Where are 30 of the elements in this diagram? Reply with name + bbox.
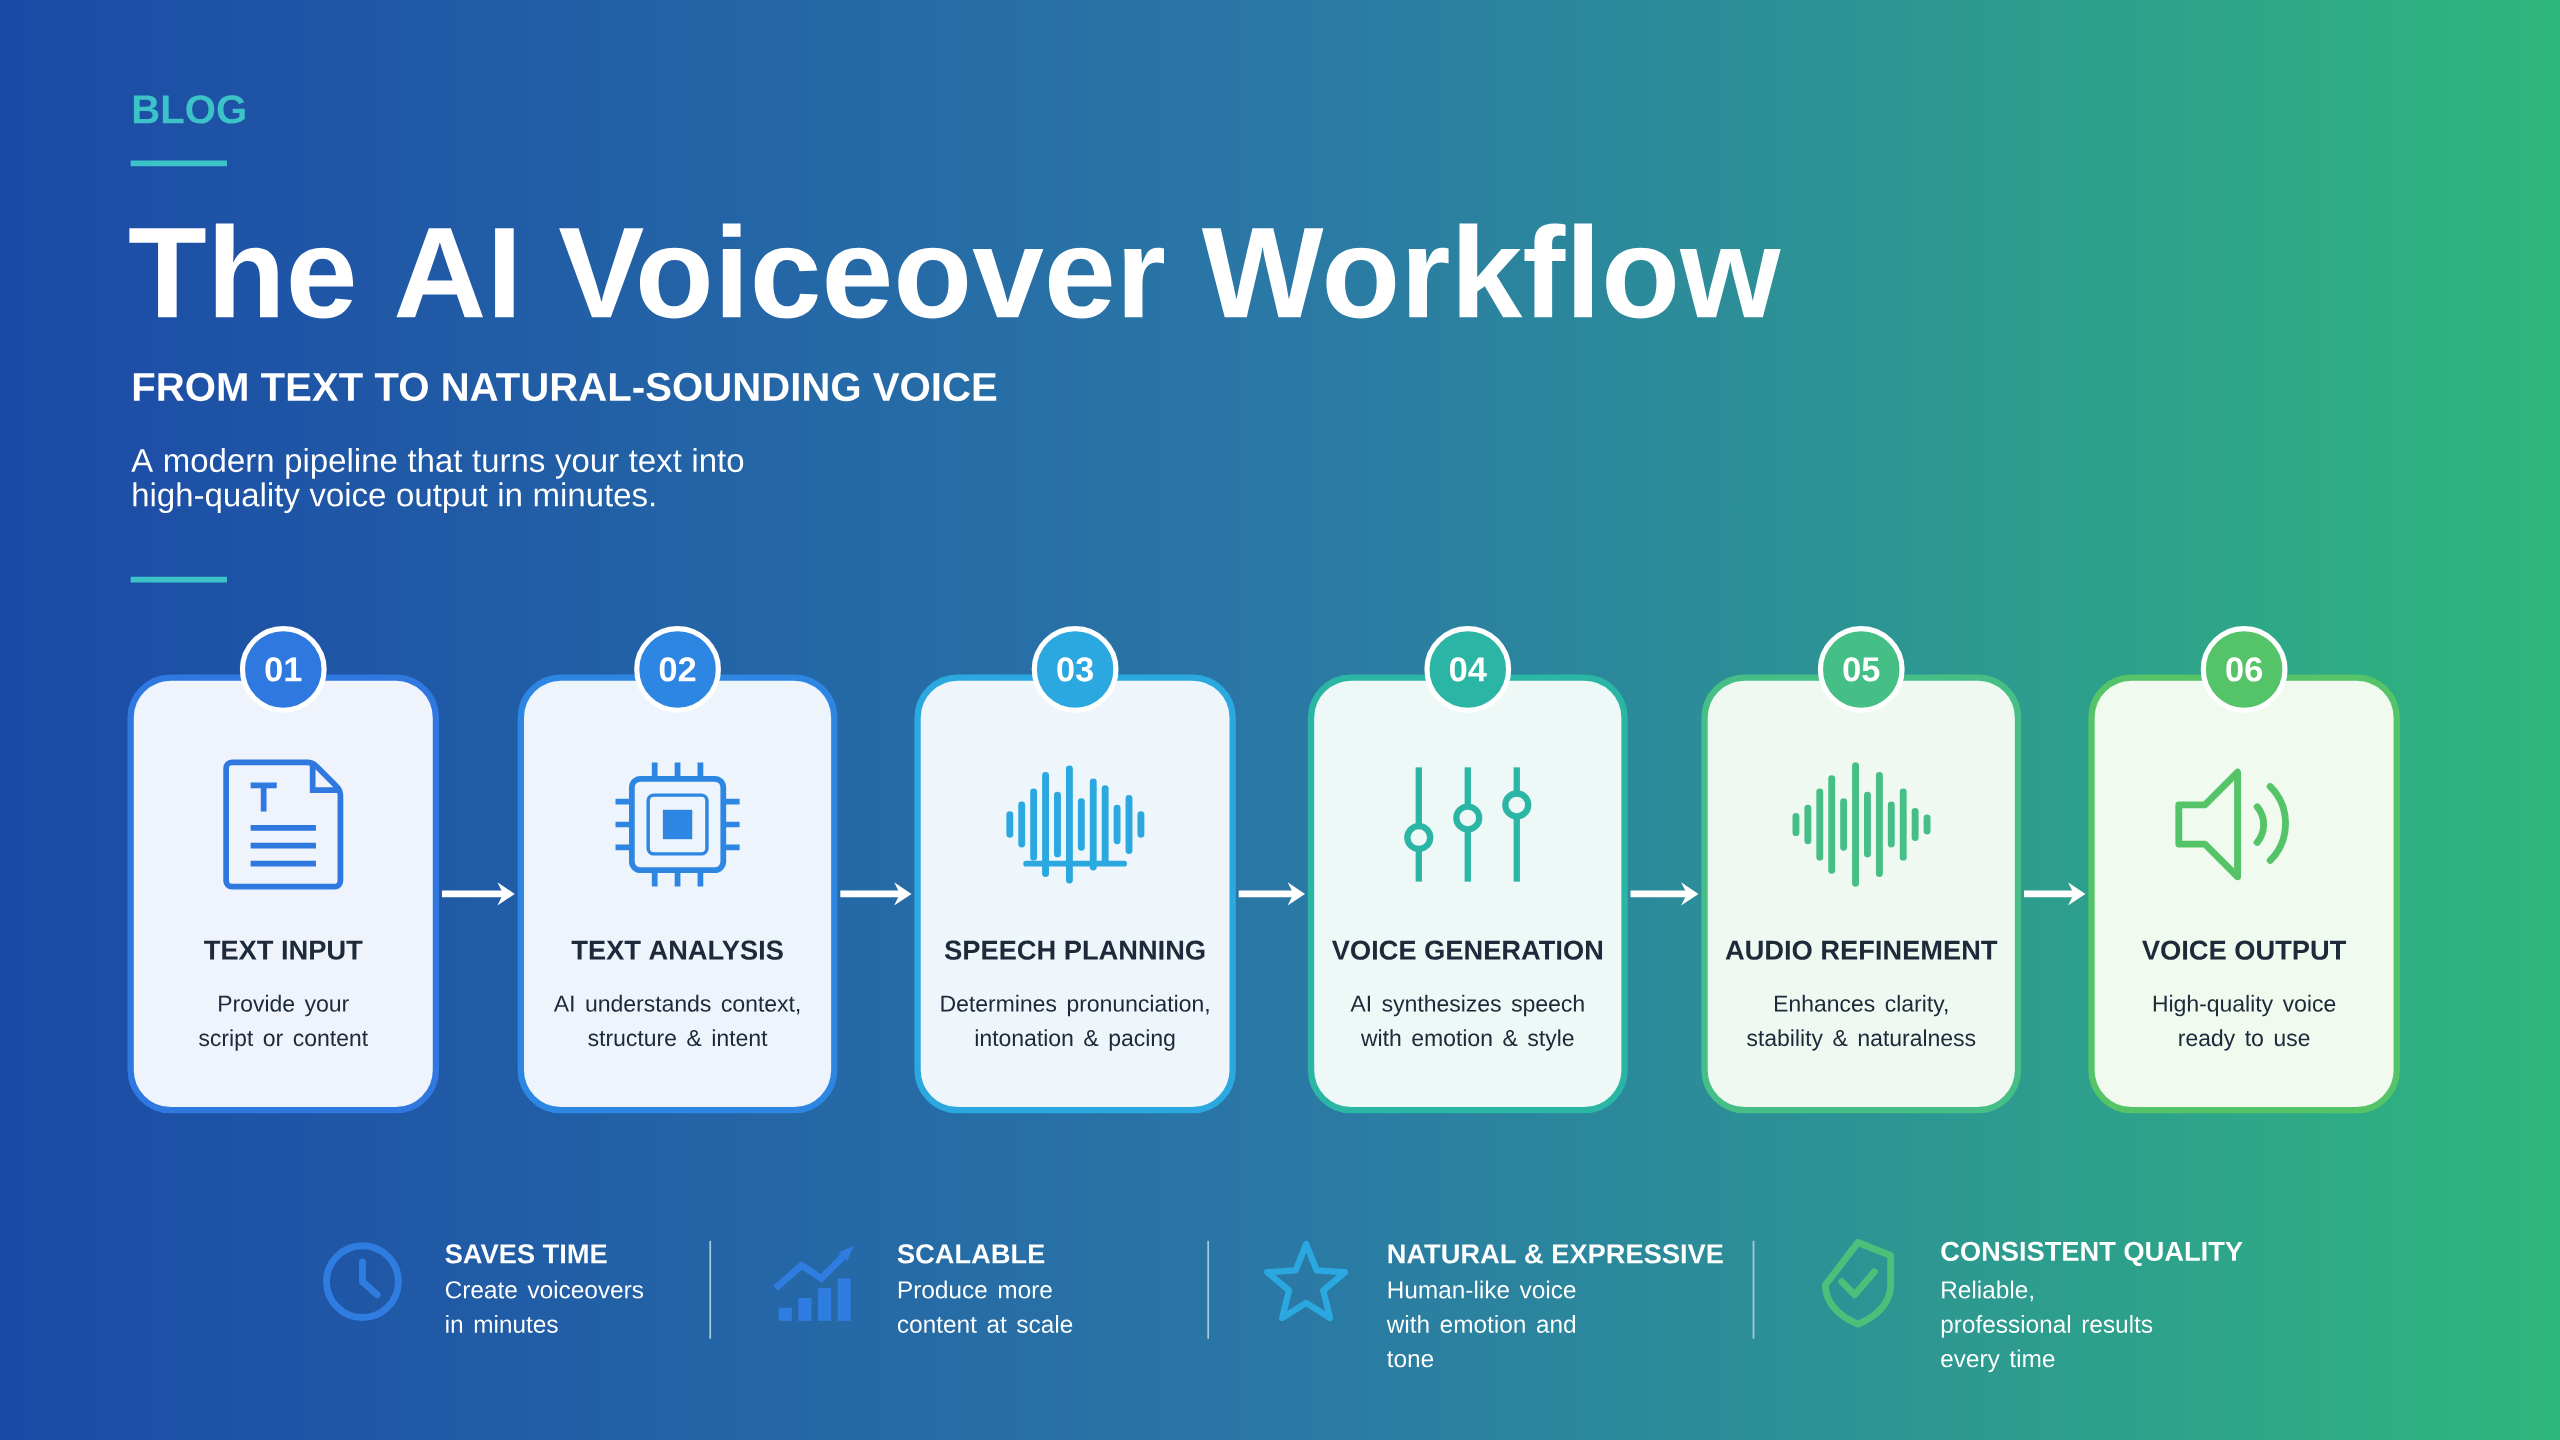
title: The AI Voiceover Workflow [129, 223, 1781, 319]
step-badge: 06 [2200, 626, 2288, 713]
step-badge: 04 [1424, 626, 1512, 713]
step-badge: 05 [1817, 626, 1905, 713]
step-description: Determines pronunciation, intonation & pacing [941, 994, 1209, 1051]
benefit-description: Reliable, professional results every time [1941, 1280, 2153, 1373]
step-heading: AUDIO REFINEMENT [1725, 940, 1998, 960]
step-badge: 02 [634, 626, 721, 713]
benefit-heading: NATURAL & EXPRESSIVE [1388, 1244, 1723, 1264]
benefit-description: Produce more content at scale [897, 1280, 1073, 1333]
description: A modern pipeline that turns your text into high-quality voice output in minutes. [131, 447, 744, 514]
step-heading: TEXT ANALYSIS [571, 940, 783, 960]
subtitle: FROM TEXT TO NATURAL-SOUNDING VOICE [133, 372, 997, 402]
benefit-heading: SCALABLE [897, 1244, 1045, 1264]
benefit-description: Human-like voice with emotion and tone [1386, 1280, 1576, 1368]
section-label: BLOG [133, 95, 245, 124]
step-description: Enhances clarity, stability & naturalness [1747, 994, 1976, 1051]
step-heading: SPEECH PLANNING [944, 940, 1205, 960]
step-description: AI understands context, structure & intent [553, 994, 800, 1047]
step-heading: TEXT INPUT [204, 940, 363, 960]
step-description: Provide your script or content [199, 994, 368, 1051]
step-heading: VOICE GENERATION [1331, 940, 1602, 960]
step-badge: 03 [1031, 626, 1119, 713]
step-description: High-quality voice ready to use [2153, 994, 2336, 1051]
step-heading: VOICE OUTPUT [2142, 940, 2347, 960]
benefit-heading: CONSISTENT QUALITY [1941, 1241, 2243, 1267]
benefit-description: Create voiceovers in minutes [445, 1280, 644, 1333]
step-description: AI synthesizes speech with emotion & style [1350, 994, 1584, 1051]
benefit-heading: SAVES TIME [445, 1244, 607, 1264]
step-badge: 01 [239, 626, 327, 713]
